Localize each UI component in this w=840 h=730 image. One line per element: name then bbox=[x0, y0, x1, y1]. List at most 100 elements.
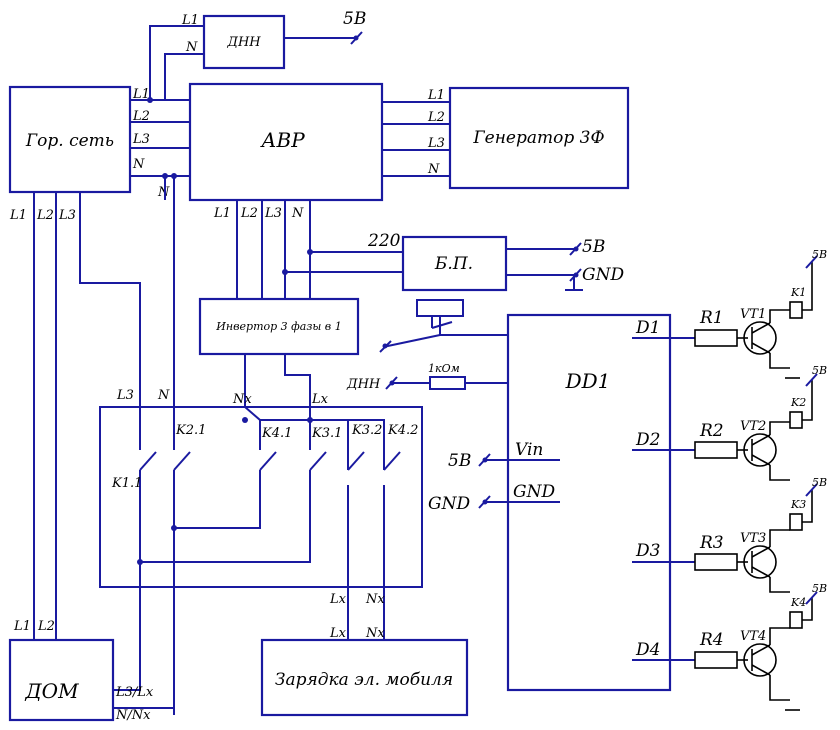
contact-nx-label: Nx bbox=[232, 392, 252, 407]
dd1-power-wires bbox=[478, 453, 560, 509]
avr-n-label: N bbox=[291, 206, 304, 221]
psu-output-wires bbox=[506, 242, 583, 291]
vt2-label: VT2 bbox=[740, 419, 766, 434]
generator-block: Генератор 3Ф bbox=[448, 86, 630, 190]
avr-block: АВР bbox=[188, 82, 384, 202]
psu-gnd-label: GND bbox=[582, 265, 624, 285]
grid-n2-label: N bbox=[157, 185, 170, 200]
charger-block: Зарядка эл. мобиля bbox=[260, 638, 469, 717]
dnn-l1-label: L1 bbox=[181, 13, 199, 28]
d3-label: D3 bbox=[635, 541, 660, 561]
dd1-gnd-label: GND bbox=[513, 482, 555, 502]
vt4-label: VT4 bbox=[740, 629, 766, 644]
psu-label: Б.П. bbox=[434, 254, 473, 274]
res-1k-label: 1кОм bbox=[428, 362, 460, 375]
avr-l3-label: L3 bbox=[264, 206, 282, 221]
charger-lx-label: Lx bbox=[329, 626, 347, 641]
k1-5v-label: 5В bbox=[812, 248, 827, 261]
vt3-label: VT3 bbox=[740, 531, 766, 546]
grid-block: Гор. сеть bbox=[8, 85, 132, 194]
contact-n-label: N bbox=[157, 388, 170, 403]
r2-label: R2 bbox=[699, 421, 724, 441]
house-in-l1-label: L1 bbox=[13, 619, 31, 634]
house-nnx-label: N/Nx bbox=[115, 708, 151, 723]
k4-1-label: K4.1 bbox=[261, 426, 292, 441]
avr-l2-label: L2 bbox=[240, 206, 258, 221]
house-l3-label: L3 bbox=[58, 208, 76, 223]
r3-label: R3 bbox=[699, 533, 724, 553]
gen-l1-label: L1 bbox=[427, 88, 445, 103]
house-l2-label: L2 bbox=[36, 208, 54, 223]
generator-label: Генератор 3Ф bbox=[472, 128, 604, 148]
k2-1-label: K2.1 bbox=[175, 423, 206, 438]
output-stage-3 bbox=[632, 483, 818, 593]
gen-n-label: N bbox=[427, 162, 440, 177]
dnn-5v-label: 5В bbox=[343, 9, 366, 29]
grid-l3-label: L3 bbox=[132, 132, 150, 147]
charger-nx-label: Nx bbox=[365, 626, 385, 641]
k4-2-label: K4.2 bbox=[387, 423, 418, 438]
dd1-label: DD1 bbox=[565, 369, 611, 393]
dnn-n-label: N bbox=[185, 40, 198, 55]
dd1-vin-label: Vin bbox=[515, 440, 543, 460]
gen-l3-label: L3 bbox=[427, 136, 445, 151]
k1-label: K1 bbox=[790, 286, 806, 299]
dnn-wires bbox=[149, 25, 363, 100]
output-stage-2 bbox=[632, 373, 818, 481]
output-stage-1 bbox=[632, 255, 818, 379]
frame-nx-label: Nx bbox=[365, 592, 385, 607]
grid-label: Гор. сеть bbox=[25, 131, 114, 151]
psu-block: Б.П. bbox=[401, 235, 508, 292]
gen-l2-label: L2 bbox=[427, 110, 445, 125]
inverter-block: Инвертор 3 фазы в 1 bbox=[198, 297, 360, 356]
grid-n-label: N bbox=[132, 157, 145, 172]
dnn-input-label: ДНН bbox=[346, 377, 381, 392]
k1-1-label: K1.1 bbox=[111, 476, 142, 491]
psu-220-label: 220 bbox=[367, 231, 401, 251]
contact-l3-label: L3 bbox=[116, 388, 134, 403]
house-label: ДОМ bbox=[24, 679, 79, 703]
house-in-l2-label: L2 bbox=[37, 619, 55, 634]
house-l1-label: L1 bbox=[9, 208, 27, 223]
avr-label: АВР bbox=[259, 128, 305, 152]
d4-label: D4 bbox=[635, 640, 660, 660]
dnn-block: ДНН bbox=[202, 14, 286, 70]
inverter-label: Инвертор 3 фазы в 1 bbox=[215, 320, 341, 333]
k4-label: K4 bbox=[790, 596, 806, 609]
house-l3lx-label: L3/Lx bbox=[115, 685, 154, 700]
k3-1-label: K3.1 bbox=[311, 426, 342, 441]
dd1-5v-label: 5В bbox=[448, 451, 471, 471]
avr-l1-label: L1 bbox=[213, 206, 231, 221]
frame-lx-label: Lx bbox=[329, 592, 347, 607]
d2-label: D2 bbox=[635, 430, 660, 450]
k3-2-label: K3.2 bbox=[351, 423, 382, 438]
psu-5v-label: 5В bbox=[582, 237, 605, 257]
k2-5v-label: 5В bbox=[812, 364, 827, 377]
contacts bbox=[113, 406, 401, 715]
k3-5v-label: 5В bbox=[812, 476, 827, 489]
r1-label: R1 bbox=[699, 308, 724, 328]
dnn-input-wires bbox=[385, 376, 508, 390]
d1-label: D1 bbox=[635, 318, 660, 338]
grid-house-wires bbox=[33, 176, 175, 640]
k4-5v-label: 5В bbox=[812, 582, 827, 595]
house-block: ДОМ bbox=[8, 638, 115, 722]
avr-output-wires bbox=[236, 200, 403, 299]
grid-avr-wires bbox=[130, 97, 190, 179]
grid-l1-label: L1 bbox=[132, 87, 150, 102]
vt1-label: VT1 bbox=[740, 307, 766, 322]
output-stage-4 bbox=[632, 591, 818, 711]
k3-label: K3 bbox=[790, 498, 806, 511]
contact-lx-label: Lx bbox=[311, 392, 329, 407]
charger-label: Зарядка эл. мобиля bbox=[275, 670, 453, 690]
contactor-frame bbox=[99, 406, 423, 588]
relay-symbol bbox=[379, 299, 508, 353]
r4-label: R4 bbox=[699, 630, 724, 650]
grid-l2-label: L2 bbox=[132, 109, 150, 124]
avr-generator-wires bbox=[382, 101, 450, 177]
inverter-output-wires bbox=[244, 354, 311, 407]
k2-label: K2 bbox=[790, 396, 806, 409]
dd1-gnd-ext-label: GND bbox=[428, 494, 470, 514]
